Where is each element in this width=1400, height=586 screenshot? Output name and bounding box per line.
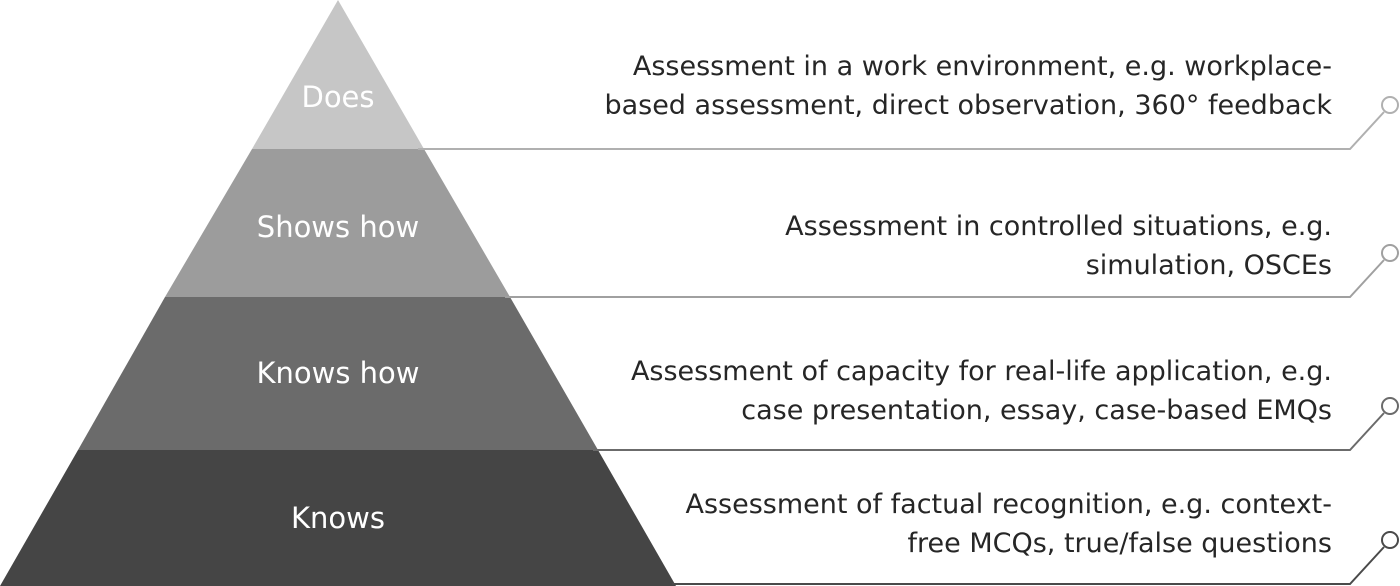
description-line: simulation, OSCEs xyxy=(1085,250,1332,281)
leader-node-knows-how xyxy=(1381,397,1399,415)
level-label-shows-how: Shows how xyxy=(257,210,419,244)
leader-line-knows xyxy=(672,546,1385,585)
level-label-knows: Knows xyxy=(291,501,385,535)
description-line: case presentation, essay, case-based EMQ… xyxy=(741,395,1332,426)
leader-line-shows-how xyxy=(505,259,1385,298)
tier-knows xyxy=(0,450,676,586)
level-label-does: Does xyxy=(301,80,374,114)
description-line: Assessment in controlled situations, e.g… xyxy=(785,211,1332,242)
description-knows-how: Assessment of capacity for real-life app… xyxy=(512,352,1332,430)
leader-line-does xyxy=(418,111,1385,150)
description-does: Assessment in a work environment, e.g. w… xyxy=(512,47,1332,125)
description-line: free MCQs, true/false questions xyxy=(907,528,1333,559)
description-line: Assessment of capacity for real-life app… xyxy=(630,356,1332,387)
description-line: based assessment, direct observation, 36… xyxy=(604,90,1332,121)
description-line: Assessment of factual recognition, e.g. … xyxy=(685,489,1333,520)
leader-node-shows-how xyxy=(1381,244,1399,262)
level-label-knows-how: Knows how xyxy=(256,356,419,390)
tier-knows-how xyxy=(78,297,598,450)
description-shows-how: Assessment in controlled situations, e.g… xyxy=(512,207,1332,285)
leader-node-does xyxy=(1381,96,1399,114)
leader-line-knows-how xyxy=(593,412,1385,451)
description-line: Assessment in a work environment, e.g. w… xyxy=(632,51,1332,82)
leader-node-knows xyxy=(1381,531,1399,549)
tier-shows-how xyxy=(165,149,510,297)
description-knows: Assessment of factual recognition, e.g. … xyxy=(512,485,1333,563)
tier-does xyxy=(252,0,424,149)
